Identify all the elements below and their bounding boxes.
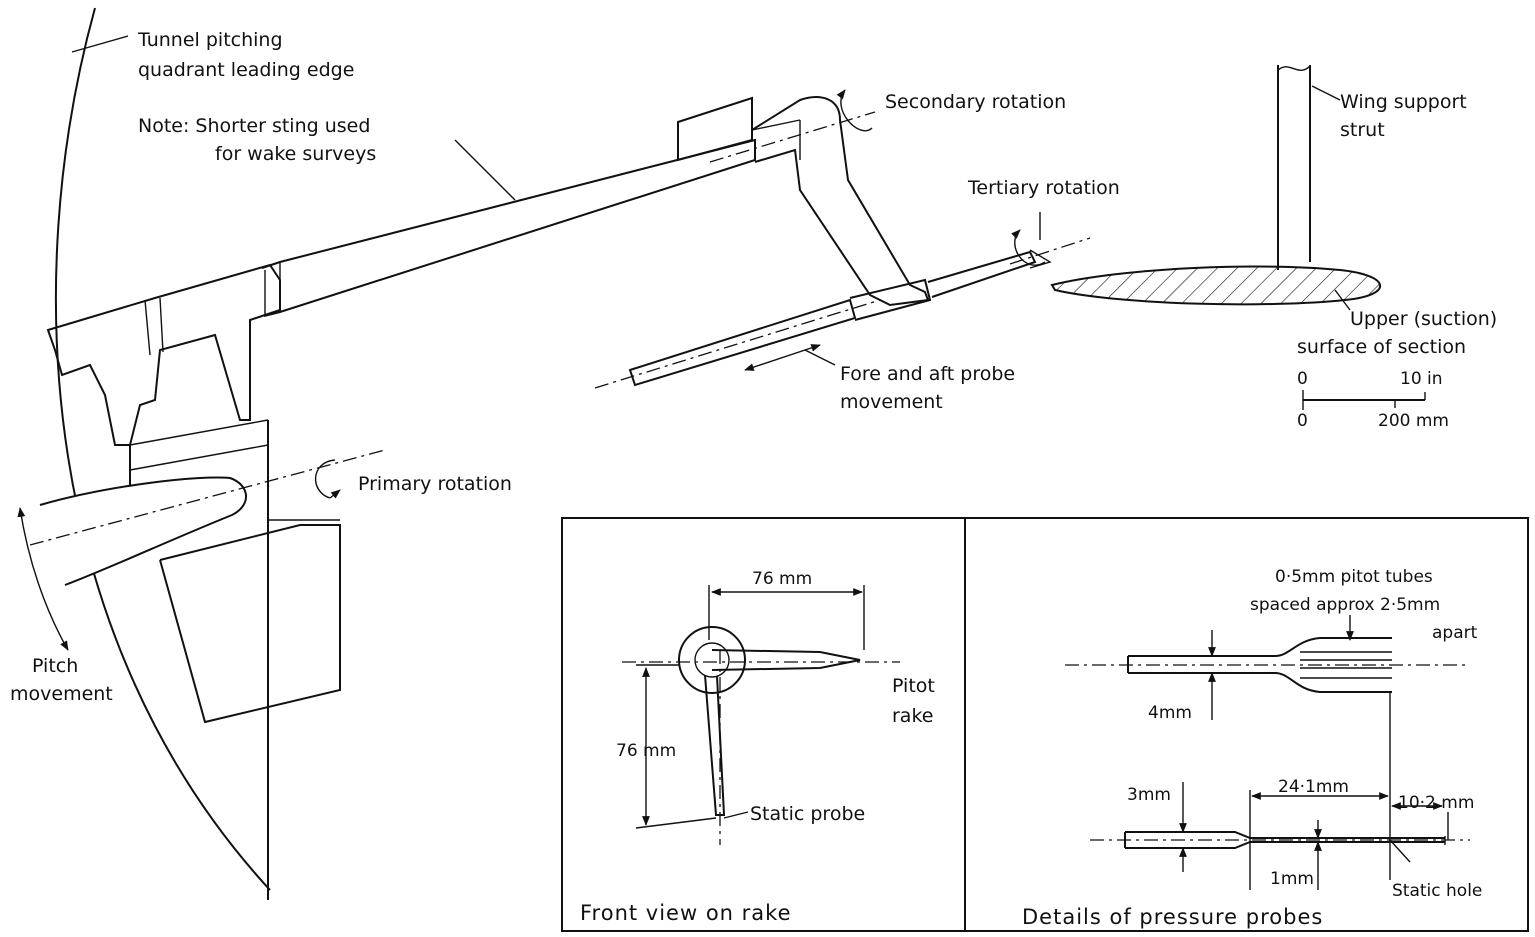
scale-in-max: 10 in (1400, 369, 1443, 389)
tertiary-rotation-arrow (1010, 229, 1046, 266)
pitch-label-2: movement (10, 683, 113, 705)
static-hole-label: Static hole (1392, 881, 1482, 901)
scale-mm-max: 200 mm (1378, 411, 1449, 431)
main-sting (261, 96, 1052, 387)
pitch-label-1: Pitch (32, 655, 78, 677)
dia-1-label: 1mm (1270, 869, 1314, 889)
inset-frame (561, 517, 1529, 932)
scale-bar (1302, 390, 1426, 410)
quadrant-label-2: quadrant leading edge (138, 59, 354, 81)
secondary-rotation-label: Secondary rotation (885, 91, 1066, 113)
quadrant-label-1: Tunnel pitching (137, 29, 283, 51)
primary-axis (29, 449, 386, 546)
pitot-note-3: apart (1432, 623, 1478, 643)
primary-body (39, 476, 247, 586)
front-view-drawing (622, 585, 900, 845)
front-horiz-dim: 76 mm (752, 569, 812, 589)
pitot-probe-drawing (1065, 615, 1470, 880)
pitot-rake-label-2: rake (892, 705, 933, 727)
note-leader (454, 139, 516, 201)
secondary-axis (709, 111, 876, 163)
upper-surface-label-1: Upper (suction) (1350, 308, 1497, 330)
scale-in-zero: 0 (1297, 369, 1308, 389)
quadrant-arc (55, 7, 271, 891)
len-10-label: 10·2 mm (1398, 793, 1474, 813)
fore-aft-label-1: Fore and aft probe (840, 363, 1015, 385)
front-view-title: Front view on rake (580, 901, 792, 925)
fore-aft-label-2: movement (840, 391, 943, 413)
dia-4-label: 4mm (1148, 703, 1192, 723)
front-vert-dim: 76 mm (616, 741, 676, 761)
quadrant-leader (71, 35, 129, 53)
upper-surface-label-2: surface of section (1297, 336, 1466, 358)
primary-rotation-label: Primary rotation (358, 473, 512, 495)
pitot-rake-label-1: Pitot (892, 675, 935, 697)
tertiary-rotation-label: Tertiary rotation (967, 177, 1120, 199)
pitch-arrow (17, 507, 69, 651)
note-label-2: for wake surveys (215, 143, 376, 165)
probe-details-title: Details of pressure probes (1022, 905, 1323, 929)
note-label-1: Note: Shorter sting used (138, 115, 370, 137)
sting-mount (46, 263, 341, 900)
pitot-note-2: spaced approx 2·5mm (1250, 595, 1440, 615)
primary-rotation-arrow (314, 459, 340, 498)
static-probe-drawing (1090, 782, 1470, 890)
wing-strut-label-1: Wing support (1340, 91, 1467, 113)
wing-strut-label-2: strut (1340, 119, 1385, 141)
fore-aft-axis (594, 299, 881, 389)
fore-aft-arrow (744, 344, 821, 371)
len-24-label: 24·1mm (1278, 777, 1349, 797)
static-probe-label: Static probe (750, 803, 865, 825)
wing-section (1050, 65, 1381, 306)
secondary-rotation-arrow (836, 89, 873, 132)
dia-3-label: 3mm (1127, 785, 1171, 805)
scale-mm-zero: 0 (1297, 411, 1308, 431)
pitot-note-1: 0·5mm pitot tubes (1275, 567, 1433, 587)
